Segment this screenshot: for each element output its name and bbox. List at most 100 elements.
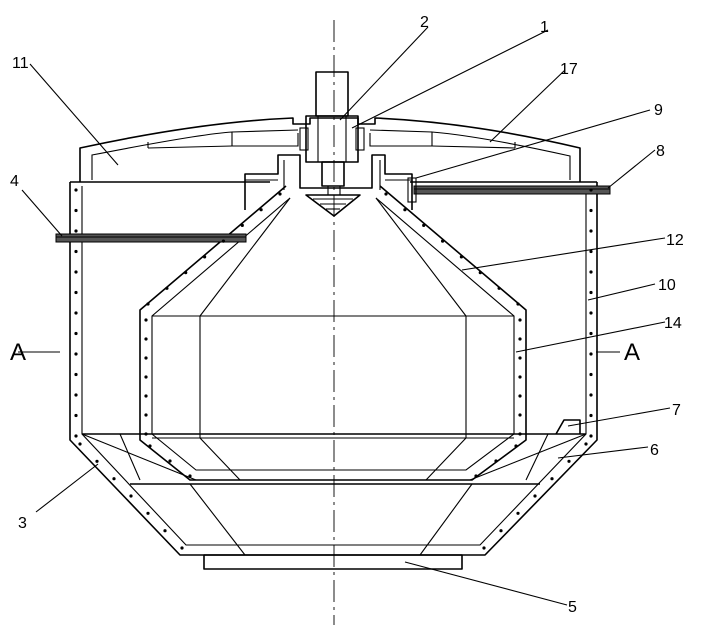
bolt-dot — [518, 375, 522, 379]
bolt-dot — [441, 239, 445, 243]
label-4: 4 — [10, 173, 19, 190]
label-12: 12 — [666, 232, 684, 249]
bolt-dot — [518, 413, 522, 417]
bolt-dot — [74, 290, 78, 295]
inlet-pipe-left — [55, 233, 247, 243]
bolt-dot — [74, 372, 78, 377]
bolt-dot — [494, 459, 498, 463]
bolt-dot — [518, 394, 522, 398]
part-labels: 1 2 3 4 5 6 7 8 9 10 11 12 14 17 A A — [10, 14, 684, 616]
bolt-dot — [112, 477, 116, 481]
bolt-dot — [589, 331, 593, 336]
bolt-dot — [589, 270, 593, 274]
bolt-dot — [516, 302, 520, 306]
motor-assembly — [299, 71, 365, 195]
bolt-dot — [589, 188, 593, 192]
label-5: 5 — [568, 599, 577, 616]
label-2: 2 — [420, 14, 429, 31]
bolt-dot — [144, 394, 148, 398]
bolt-dot — [240, 223, 244, 227]
bolt-dot — [144, 318, 148, 322]
bolt-dot — [129, 494, 133, 498]
spray-nozzle — [305, 194, 361, 217]
bolt-dot — [589, 208, 593, 213]
wall-bolts — [74, 188, 593, 550]
bolt-dot — [180, 546, 184, 550]
bolt-dot — [514, 444, 518, 448]
drying-chamber — [139, 185, 527, 481]
leader-lines — [18, 26, 671, 606]
bolt-dot — [403, 208, 407, 212]
bolt-dot — [203, 255, 207, 259]
bolt-dot — [482, 546, 486, 550]
bolt-dot — [518, 318, 522, 322]
bolt-dot — [148, 444, 152, 448]
bolt-dot — [144, 413, 148, 417]
bolt-dot — [74, 249, 78, 254]
bolt-dot — [516, 511, 520, 515]
bolt-dot — [567, 459, 571, 463]
base-plate — [203, 554, 463, 570]
section-marker-left: A — [10, 339, 26, 366]
bolt-dot — [478, 271, 482, 275]
label-1: 1 — [540, 19, 549, 36]
label-6: 6 — [650, 442, 659, 459]
bolt-dot — [499, 529, 503, 533]
bolt-dot — [518, 432, 522, 436]
bolt-dot — [497, 286, 501, 290]
bolt-dot — [146, 302, 150, 306]
bolt-dot — [188, 474, 192, 478]
bolt-dot — [518, 356, 522, 360]
bolt-dot — [184, 271, 188, 275]
bolt-dot — [168, 459, 172, 463]
bolt-dot — [589, 290, 593, 295]
bolt-dot — [259, 208, 263, 212]
bolt-dot — [74, 188, 78, 192]
label-7: 7 — [672, 402, 681, 419]
bolt-dot — [74, 434, 78, 438]
bolt-dot — [550, 477, 554, 481]
bolt-dot — [589, 229, 593, 233]
bolt-dot — [74, 352, 78, 356]
bolt-dot — [146, 511, 150, 515]
bolt-dot — [589, 434, 593, 438]
bolt-dot — [221, 239, 225, 243]
bolt-dot — [589, 352, 593, 356]
inlet-pipe-right — [407, 177, 611, 203]
section-marker-right: A — [624, 339, 640, 366]
bolt-dot — [584, 442, 588, 446]
feed-collar — [244, 154, 413, 210]
outlet-port — [555, 419, 581, 435]
label-8: 8 — [656, 143, 665, 160]
bolt-dot — [78, 442, 82, 446]
bolt-dot — [74, 229, 78, 233]
bolt-dot — [74, 311, 78, 315]
bolt-dot — [144, 337, 148, 341]
bolt-dot — [144, 356, 148, 360]
bolt-dot — [95, 459, 99, 463]
bolt-dot — [74, 208, 78, 213]
bolt-dot — [518, 337, 522, 341]
bolt-dot — [74, 331, 78, 336]
bolt-dot — [422, 223, 426, 227]
bolt-dot — [74, 393, 78, 397]
label-10: 10 — [658, 277, 676, 294]
bolt-dot — [74, 270, 78, 274]
bolt-dot — [589, 311, 593, 315]
bolt-dot — [589, 393, 593, 397]
lower-cone — [81, 433, 587, 570]
bolt-dot — [163, 529, 167, 533]
bolt-dot — [589, 372, 593, 377]
label-14: 14 — [664, 315, 682, 332]
bolt-dot — [589, 249, 593, 254]
bolt-dot — [474, 474, 478, 478]
top-cover — [79, 117, 581, 182]
label-17: 17 — [560, 61, 578, 78]
label-9: 9 — [654, 102, 663, 119]
bolt-dot — [589, 413, 593, 418]
bolt-dot — [278, 192, 282, 196]
bolt-dot — [459, 255, 463, 259]
bolt-dot — [74, 413, 78, 418]
